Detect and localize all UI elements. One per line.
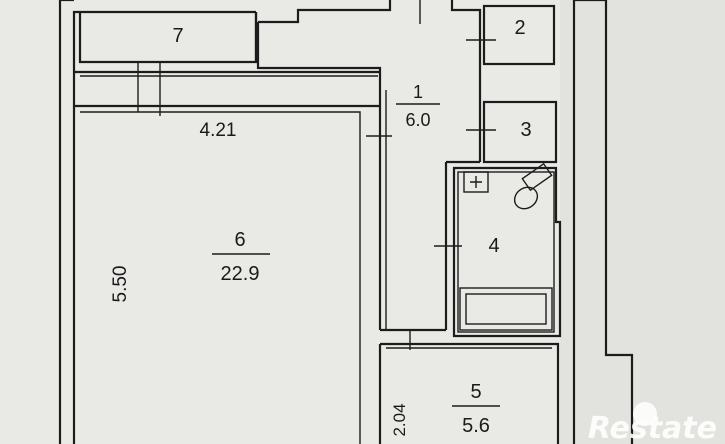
room-1-number: 1 [413, 82, 423, 102]
room-4-outline [452, 166, 562, 338]
room-6-outline [80, 111, 361, 444]
paper-shadow [560, 0, 725, 444]
room-1-outline [75, 0, 482, 332]
room-5-area: 5.6 [462, 415, 490, 437]
room-6-width-dimension: 4.21 [200, 120, 237, 141]
room-7-number: 7 [172, 25, 183, 47]
room-7-outline [78, 12, 258, 64]
room-2-outline [482, 4, 556, 66]
room-3-number: 3 [520, 119, 531, 141]
door-marks [137, 0, 496, 350]
toilet-icon [513, 162, 553, 210]
outer-walls [58, 0, 634, 444]
room-6-area: 22.9 [221, 263, 260, 285]
room-6-number: 6 [234, 229, 245, 251]
sink-icon [463, 171, 489, 193]
room-3-outline [482, 100, 558, 164]
restate-logo: Restate [588, 402, 717, 444]
room-6-length-dimension: 5.50 [110, 266, 131, 303]
room-1-area: 6.0 [405, 110, 430, 130]
room-5-number: 5 [470, 381, 481, 403]
room-4-number: 4 [488, 235, 499, 257]
bathtub-icon [459, 287, 553, 331]
room-5-length-dimension: 2.04 [390, 403, 409, 436]
restate-logo-icon [633, 402, 657, 426]
room-5-outline [378, 342, 560, 444]
room-2-number: 2 [514, 17, 525, 39]
sink-tap [470, 176, 482, 188]
watermark-text: Restate [588, 411, 717, 444]
